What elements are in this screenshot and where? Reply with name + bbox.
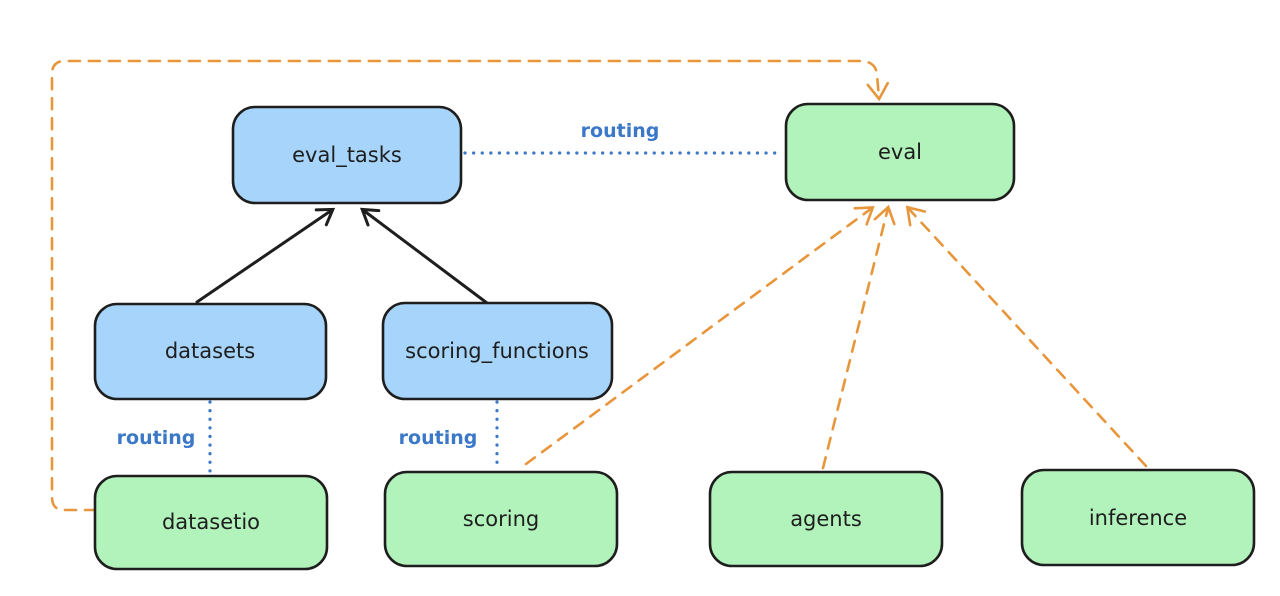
node-scoring-functions-box [381,301,614,401]
node-eval-tasks-label: eval_tasks [292,143,402,168]
node-eval: eval [784,102,1016,202]
edge-agents-to-eval [821,204,896,470]
edge-datasetio-to-eval [50,59,890,512]
routing-label-scoring: routing [399,427,478,449]
node-scoring: scoring [383,470,619,568]
node-agents-label: agents [790,507,862,531]
edge-datasets-to-eval-tasks [195,207,336,304]
node-eval-tasks: eval_tasks [231,105,463,205]
node-inference-label: inference [1089,506,1187,530]
node-eval-label: eval [878,140,922,164]
node-scoring-box [383,470,619,568]
node-datasets-label: datasets [165,339,255,363]
node-eval-tasks-box [231,105,463,205]
node-datasetio-box [93,474,329,571]
node-scoring-functions-label: scoring_functions [405,339,589,364]
routing-label-datasetio: routing [117,427,196,449]
node-inference: inference [1020,468,1256,567]
node-scoring-functions: scoring_functions [381,301,614,401]
routing-label-top: routing [581,120,660,142]
node-agents: agents [708,470,944,568]
node-datasetio-label: datasetio [162,510,260,534]
node-scoring-label: scoring [463,507,539,531]
node-datasets-box [93,302,328,401]
edge-scoring-to-eval [524,206,875,466]
node-datasets: datasets [93,302,328,401]
node-eval-box [784,102,1016,202]
node-datasetio: datasetio [93,474,329,571]
edge-scoring-functions-to-eval-tasks [359,207,489,305]
node-inference-box [1020,468,1256,567]
node-agents-box [708,470,944,568]
